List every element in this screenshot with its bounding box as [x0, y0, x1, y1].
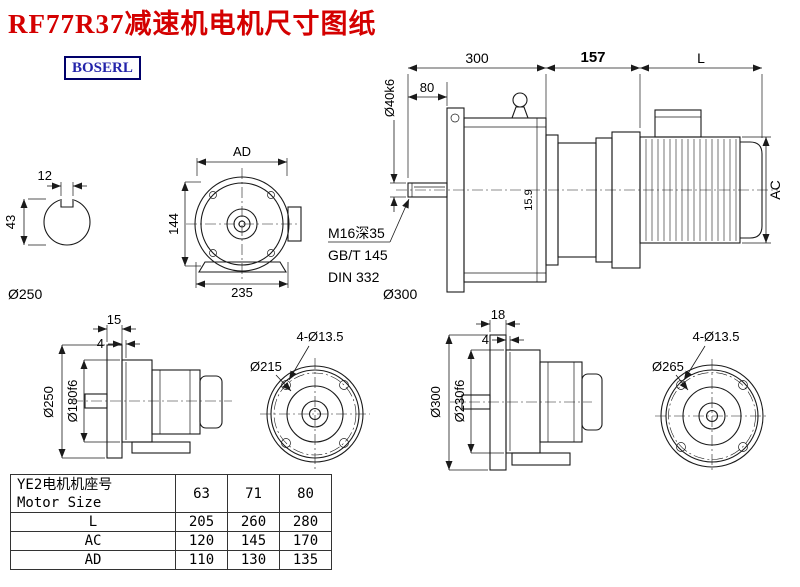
terminal-box — [654, 109, 702, 138]
dim-15-9: 15.9 — [523, 189, 535, 210]
dim-v6-4: 4 — [482, 332, 489, 347]
dim-235: 235 — [231, 285, 253, 300]
view-side-flange-300: 18 4 Ø300 Ø230f6 — [428, 307, 603, 471]
table-row-L: L 205 260 280 — [10, 512, 332, 532]
cell-AD-63: 110 — [175, 550, 228, 570]
dim-v7-dia265: Ø265 — [652, 359, 684, 374]
table-size-80: 80 — [279, 474, 332, 513]
cell-AC-80: 170 — [279, 531, 332, 551]
cell-AC-71: 145 — [227, 531, 280, 551]
view-side-flange-250: 15 4 Ø250 Ø180f6 — [41, 312, 232, 459]
dim-v4-4: 4 — [97, 336, 104, 351]
cell-L-80: 280 — [279, 512, 332, 532]
fan-cover — [740, 141, 763, 239]
cell-L-63: 205 — [175, 512, 228, 532]
cell-AD-80: 135 — [279, 550, 332, 570]
dim-v4-dia180f6: Ø180f6 — [65, 380, 80, 423]
view-front-flange-215: 4-Ø13.5 Ø215 — [250, 329, 370, 470]
table-size-71: 71 — [227, 474, 280, 513]
table-row-AC: AC 120 145 170 — [10, 531, 332, 551]
cell-AC-63: 120 — [175, 531, 228, 551]
label-flange-dia-250: Ø250 — [8, 286, 42, 302]
table-header-en: Motor Size — [17, 494, 102, 511]
note-v7-bolt-holes: 4-Ø13.5 — [693, 329, 740, 344]
dim-v5-dia215: Ø215 — [250, 359, 282, 374]
dim-L: L — [697, 50, 705, 66]
flange-250 — [106, 344, 123, 459]
row-label-L: L — [10, 512, 176, 532]
dim-300: 300 — [465, 50, 489, 66]
dim-v6-18: 18 — [491, 307, 505, 322]
dim-shaft-height: 43 — [3, 215, 18, 229]
foot-large — [511, 452, 571, 466]
foot — [131, 441, 191, 454]
view-main-side: 300 157 L 80 Ø40k6 M16深35 GB/T 145 DIN 3… — [328, 49, 783, 302]
flange-300 — [489, 334, 507, 471]
dim-157: 157 — [580, 49, 605, 66]
view-front-flange-265: 4-Ø13.5 Ø265 — [652, 329, 769, 473]
dim-shaft-dia: Ø40k6 — [382, 79, 397, 117]
table-row-AD: AD 110 130 135 — [10, 550, 332, 570]
dim-v6-dia300: Ø300 — [428, 386, 443, 418]
row-label-AD: AD — [10, 550, 176, 570]
label-flange-dia-300: Ø300 — [383, 286, 417, 302]
brand-logo: BOSERL — [64, 56, 141, 80]
note-v5-bolt-holes: 4-Ø13.5 — [297, 329, 344, 344]
table-header-cn: YE2电机机座号 — [17, 476, 113, 493]
dim-ad: AD — [233, 144, 251, 159]
table-size-63: 63 — [175, 474, 228, 513]
output-flange — [446, 107, 465, 293]
page-title: RF77R37减速机电机尺寸图纸 — [8, 9, 377, 39]
dim-v6-dia230f6: Ø230f6 — [452, 380, 467, 423]
cell-AD-71: 130 — [227, 550, 280, 570]
row-label-AC: AC — [10, 531, 176, 551]
note-thread-std1: GB/T 145 — [328, 247, 388, 263]
motor-flange — [611, 131, 641, 269]
view-flange-front: AD 144 235 — [166, 144, 302, 300]
view-shaft-cross-section: 12 43 Ø250 — [3, 168, 91, 302]
cell-L-71: 260 — [227, 512, 280, 532]
dim-ac: AC — [767, 180, 783, 199]
note-thread-std2: DIN 332 — [328, 269, 380, 285]
dim-144: 144 — [166, 213, 181, 235]
note-thread-size: M16深35 — [328, 225, 385, 241]
table-header-row: YE2电机机座号 Motor Size 63 71 80 — [10, 474, 332, 513]
dim-keyway-width: 12 — [38, 168, 52, 183]
dim-v4-15: 15 — [107, 312, 121, 327]
dim-v4-dia250: Ø250 — [41, 386, 56, 418]
lifting-eyebolt — [512, 92, 528, 108]
dim-80: 80 — [420, 80, 434, 95]
table-header-label: YE2电机机座号 Motor Size — [10, 474, 176, 513]
motor-size-table: YE2电机机座号 Motor Size 63 71 80 L 205 260 2… — [10, 474, 332, 570]
